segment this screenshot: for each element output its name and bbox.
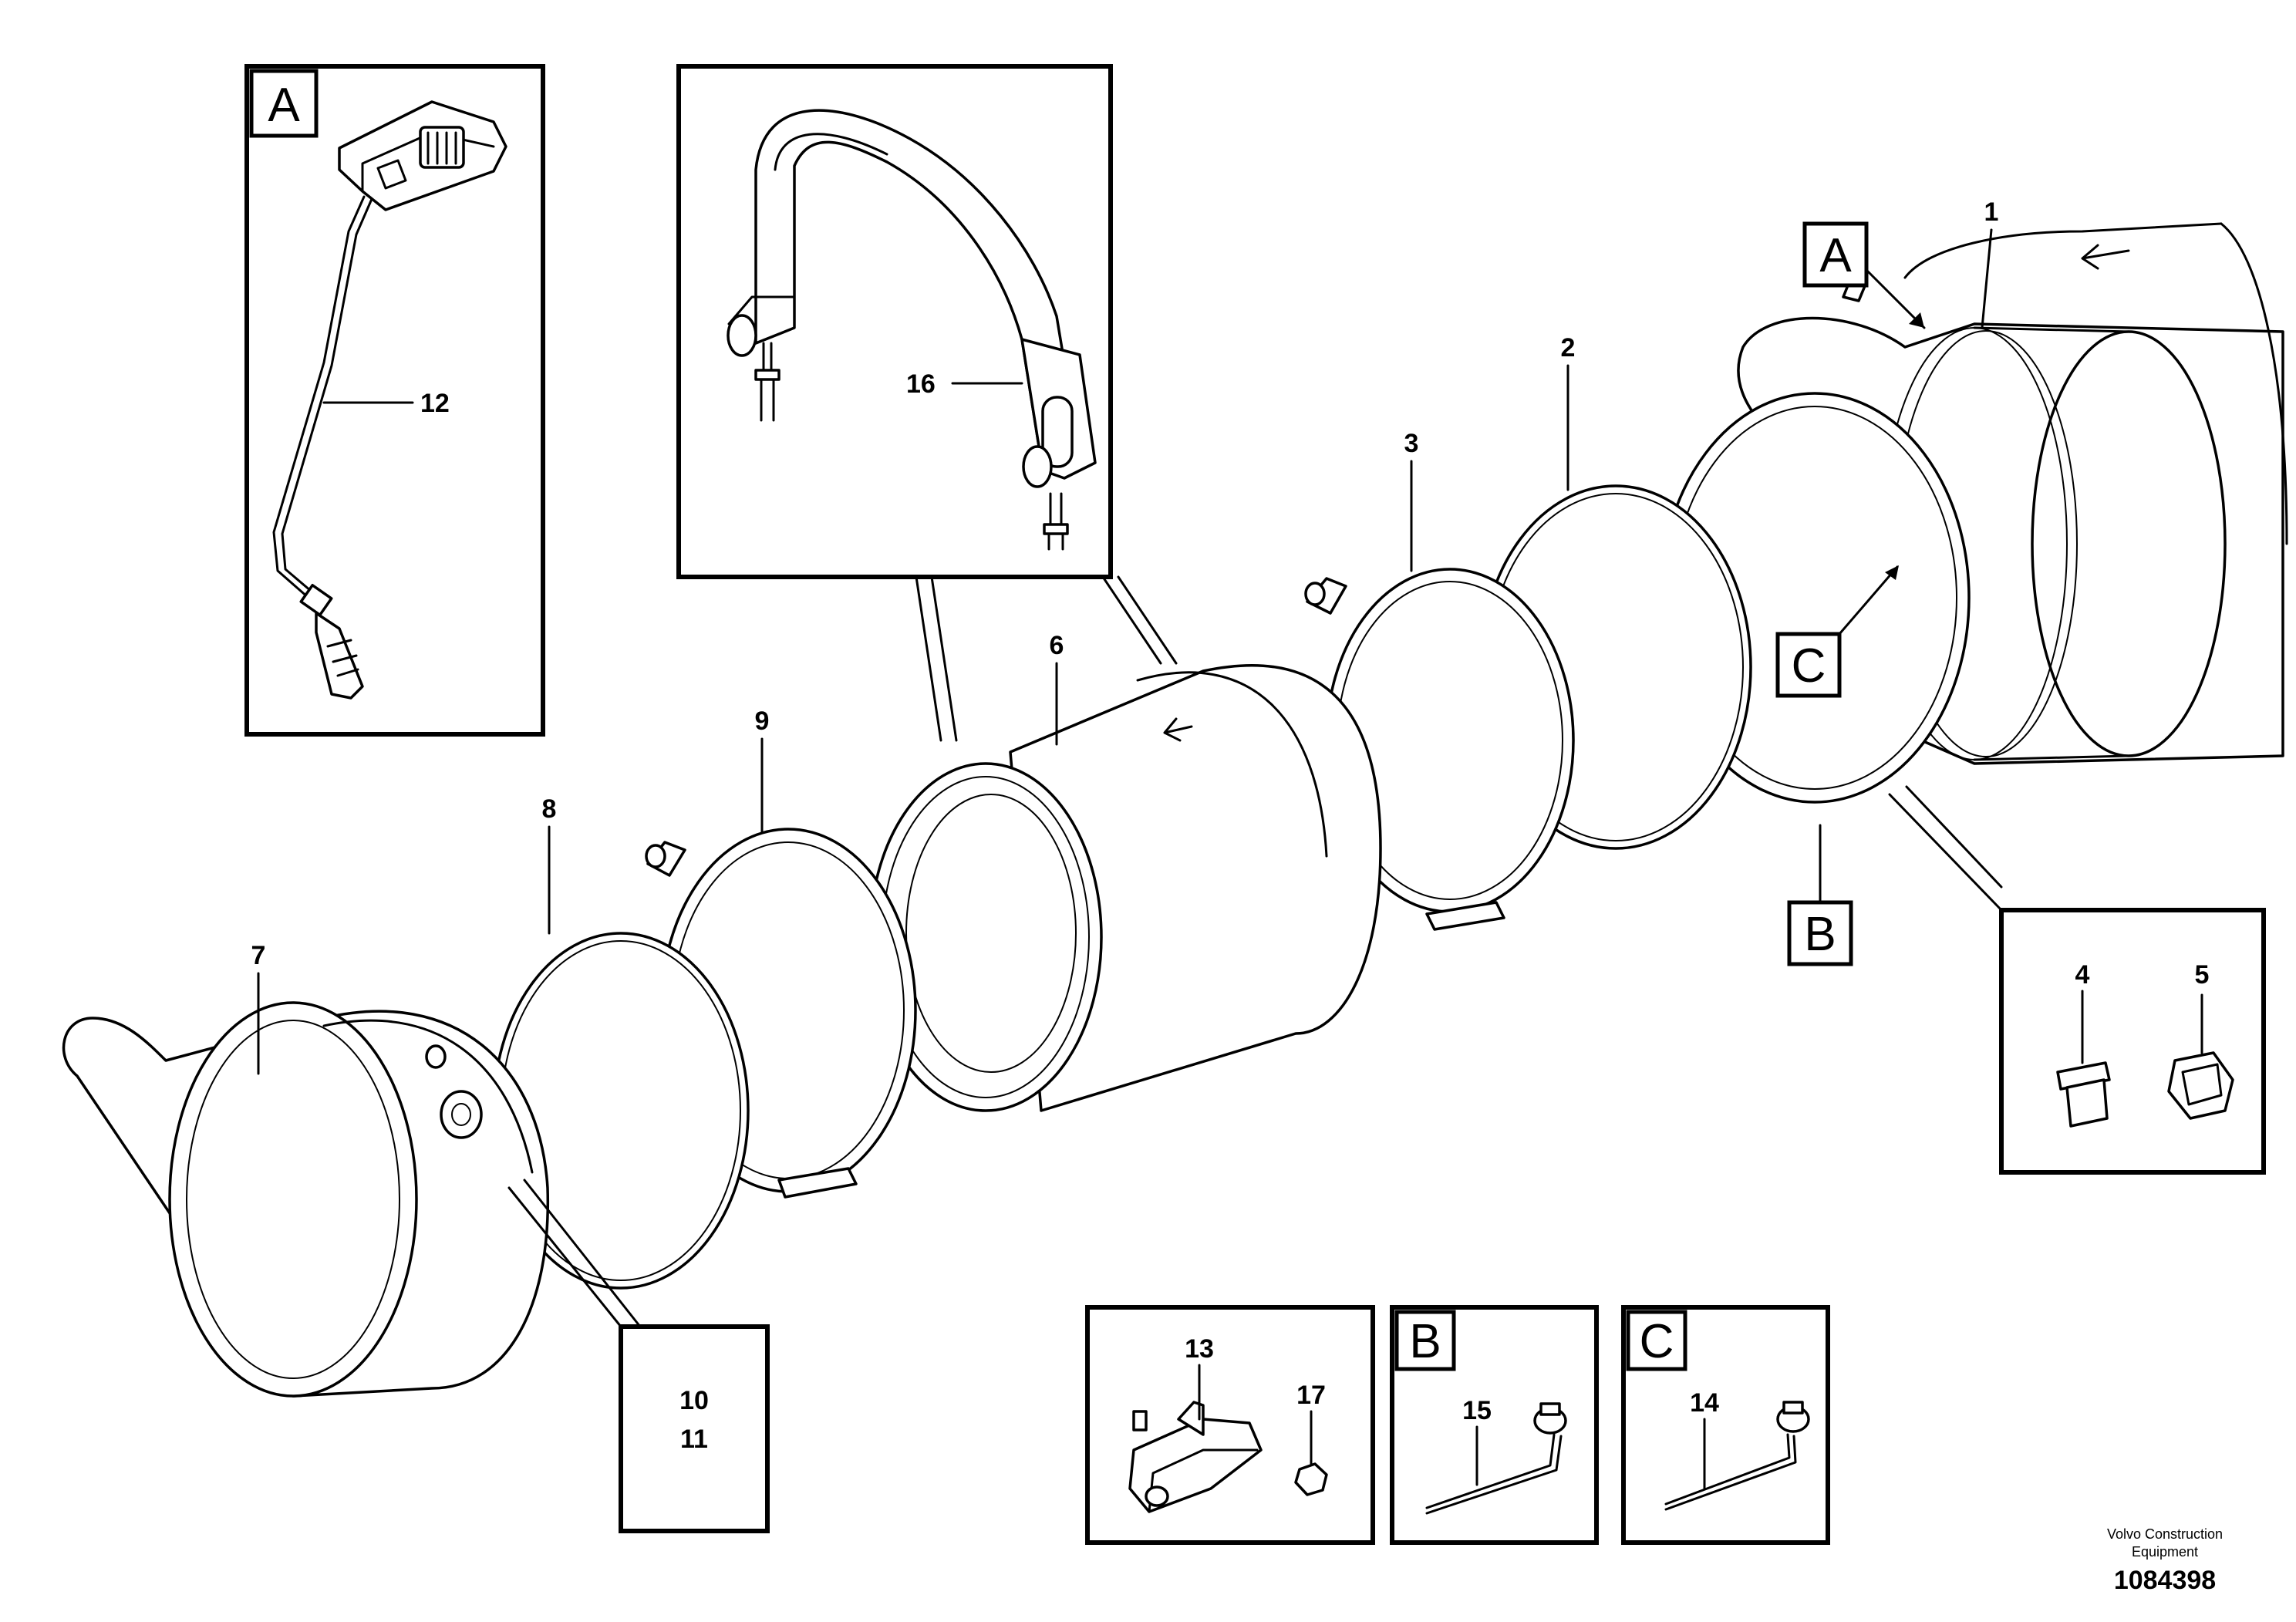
inset-10-11: 10 11	[507, 1179, 770, 1533]
callout-11: 11	[680, 1425, 708, 1454]
leader-1	[1981, 228, 1993, 329]
callout-7: 7	[251, 941, 266, 970]
inset-4-5: 4 5	[1888, 785, 2266, 1175]
callout-17: 17	[1296, 1381, 1326, 1410]
part-7-doc	[62, 1001, 550, 1398]
tag-b-on-part-1: B	[1787, 824, 1853, 966]
pointer-4-5	[1888, 785, 2003, 912]
view-letter-a: A	[268, 79, 300, 132]
strap-pointer-right	[1101, 575, 1178, 665]
part-13-pressure-sensor	[1128, 1401, 1263, 1513]
strap-drawing	[727, 109, 1097, 551]
part-14-temperature-sensor	[1664, 1401, 1810, 1511]
inset-strap: 16	[676, 64, 1178, 742]
part-4-plug	[2056, 1061, 2111, 1128]
view-letter-c-pointer: C	[1792, 639, 1826, 693]
flow-arrow-1	[2081, 244, 2130, 270]
part-3-clamp	[1304, 568, 1575, 931]
callout-16: 16	[906, 369, 936, 399]
callout-4: 4	[2075, 960, 2090, 990]
strap-pointer-left	[915, 575, 958, 742]
part-5-nut	[2167, 1051, 2234, 1120]
view-letter-b: B	[1409, 1315, 1441, 1368]
callout-14: 14	[1690, 1388, 1719, 1418]
credit-line-2: Equipment	[2132, 1544, 2198, 1560]
callout-12: 12	[420, 389, 450, 418]
callout-5: 5	[2195, 960, 2210, 990]
credit-line-1: Volvo Construction	[2107, 1526, 2223, 1542]
inset-a-sensor: A 12	[244, 64, 545, 737]
callout-6: 6	[1050, 631, 1064, 660]
callout-3: 3	[1404, 429, 1419, 458]
callout-10: 10	[679, 1386, 709, 1415]
document-number: 1084398	[2114, 1566, 2216, 1595]
inset-b: B 15	[1390, 1305, 1599, 1545]
callout-15: 15	[1462, 1396, 1492, 1425]
flow-arrow-6	[1163, 717, 1193, 742]
tag-c-on-part-1: C	[1775, 565, 1899, 698]
tag-a-on-part-1: A	[1802, 221, 1926, 329]
credit-block: Volvo Construction Equipment 1084398	[2107, 1526, 2223, 1595]
callout-2: 2	[1561, 333, 1576, 363]
callout-13: 13	[1185, 1334, 1214, 1364]
part-6-dpf	[868, 664, 1382, 1112]
view-letter-a-pointer: A	[1819, 229, 1852, 282]
callout-1: 1	[1984, 197, 1999, 227]
pointer-10-11	[507, 1179, 642, 1328]
callout-8: 8	[542, 794, 557, 824]
view-letter-b-pointer: B	[1804, 908, 1836, 961]
part-17-nut	[1294, 1462, 1328, 1496]
inset-13-17: 13 17	[1085, 1305, 1375, 1545]
nox-sensor-drawing	[272, 100, 507, 700]
inset-c: C 14	[1621, 1305, 1830, 1545]
callout-9: 9	[755, 706, 770, 736]
part-15-temperature-sensor	[1425, 1402, 1567, 1515]
main-callouts: 1 2 3 6 7 8 9	[251, 197, 1999, 1075]
view-letter-c: C	[1640, 1315, 1674, 1368]
